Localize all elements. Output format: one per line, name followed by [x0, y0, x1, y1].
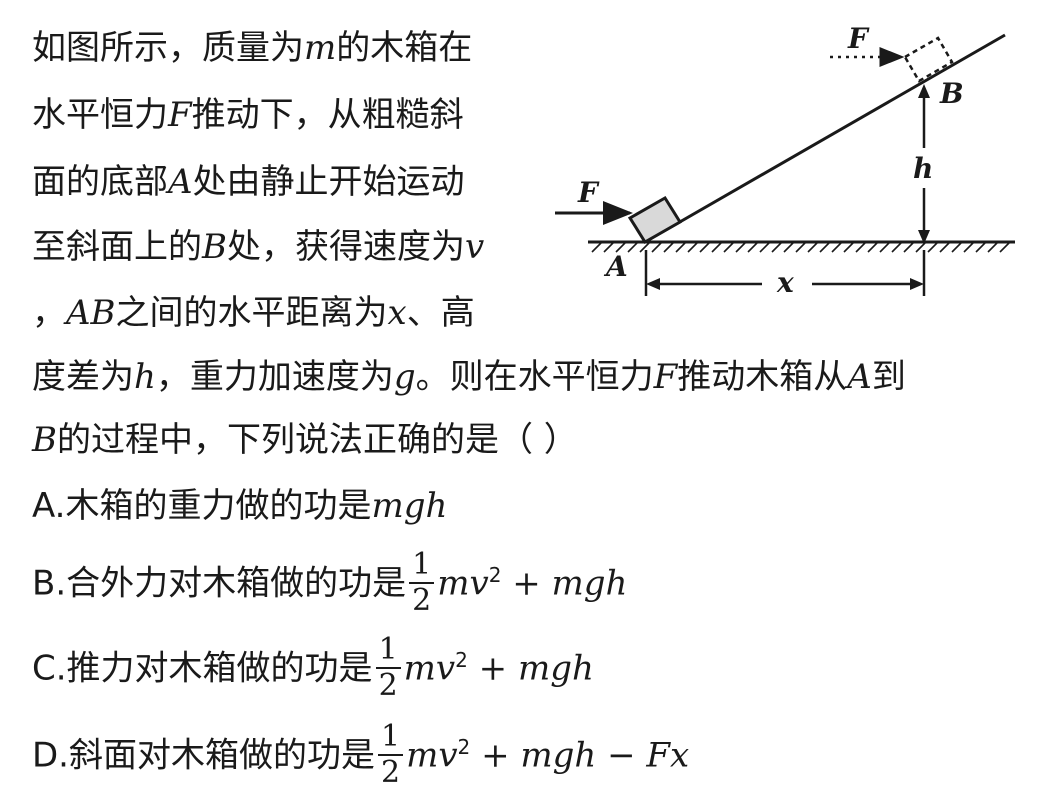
question-line-6: 度差为h，重力加速度为g。则在水平恒力F推动木箱从A到: [32, 357, 906, 397]
incline-diagram: F F A B h x: [555, 22, 1015, 299]
distance-label: x: [776, 266, 794, 299]
question-line-2: 水平恒力F推动下，从粗糙斜: [32, 95, 464, 135]
point-label-a: A: [603, 250, 628, 283]
ground-line: [588, 240, 1015, 253]
question-line-7: B的过程中，下列说法正确的是（ ）: [32, 420, 578, 460]
option-a[interactable]: A.木箱的重力做的功是mgh: [32, 486, 448, 526]
height-label: h: [913, 152, 933, 185]
question-line-3: 面的底部A处由静止开始运动: [32, 162, 465, 202]
incline-line: [644, 33, 1006, 244]
force-label-top: F: [847, 22, 870, 55]
point-label-b: B: [939, 77, 964, 110]
block-top-dashed: [903, 36, 954, 83]
mass-symbol: m: [304, 28, 337, 68]
distance-dimension: [644, 250, 926, 296]
question-line-4: 至斜面上的B处，获得速度为v: [32, 227, 485, 267]
height-dimension: [908, 84, 940, 244]
block-bottom: [627, 195, 683, 245]
force-label-bottom: F: [577, 176, 600, 209]
question-line-5: ，AB之间的水平距离为x、高: [32, 293, 475, 333]
question-line-1: 如图所示，质量为m的木箱在: [32, 28, 473, 68]
